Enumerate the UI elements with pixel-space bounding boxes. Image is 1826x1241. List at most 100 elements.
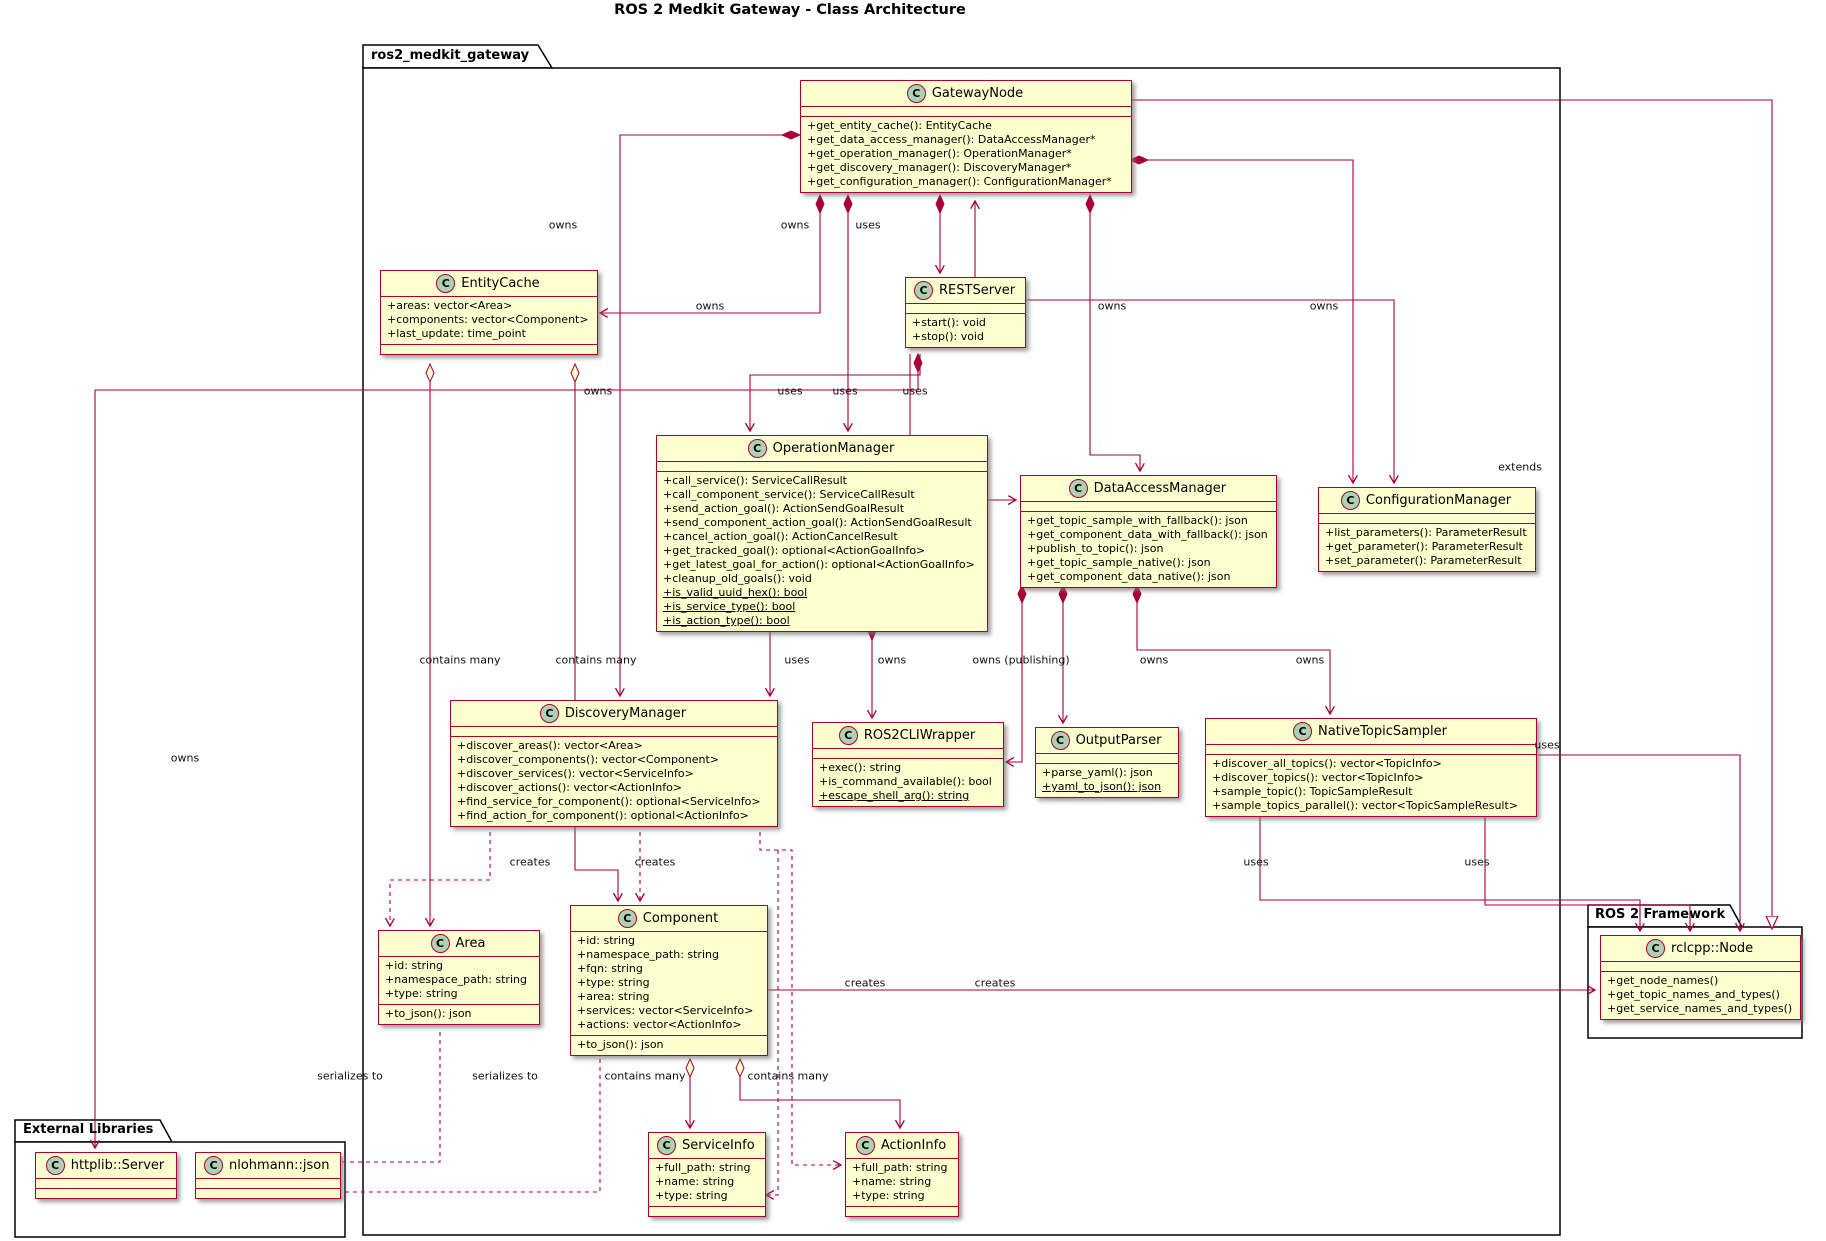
member: +call_service(): ServiceCallResult xyxy=(663,474,847,487)
member: +find_service_for_component(): optional<… xyxy=(457,795,761,808)
edge-label: owns xyxy=(583,384,613,398)
class-title: C ROS2CLIWrapper xyxy=(813,723,1003,749)
member: +publish_to_topic(): json xyxy=(1027,542,1164,555)
class-name: EntityCache xyxy=(461,276,540,291)
edge-label: creates xyxy=(509,855,551,869)
member: +get_topic_sample_native(): json xyxy=(1027,556,1211,569)
member: +get_topic_sample_with_fallback(): json xyxy=(1027,514,1248,527)
edge-label: contains many xyxy=(747,1069,829,1083)
member: +call_component_service(): ServiceCallRe… xyxy=(663,488,915,501)
class-methods: +get_node_names()+get_topic_names_and_ty… xyxy=(1601,972,1800,1019)
class-circle-icon: C xyxy=(1068,479,1088,498)
member: +get_node_names() xyxy=(1607,974,1719,987)
class-circle-icon: C xyxy=(914,281,933,300)
edge-label: owns xyxy=(695,299,725,313)
member: +get_discovery_manager(): DiscoveryManag… xyxy=(807,161,1072,174)
member: +last_update: time_point xyxy=(387,327,526,340)
member: +areas: vector<Area> xyxy=(387,299,513,312)
class-title: C Area xyxy=(379,931,539,957)
member: +set_parameter(): ParameterResult xyxy=(1325,554,1522,567)
class-name: DataAccessManager xyxy=(1093,481,1227,496)
class-name: NativeTopicSampler xyxy=(1318,724,1447,739)
class-NativeTopicSampler: C NativeTopicSampler +discover_all_topics(… xyxy=(1205,718,1537,817)
class-methods xyxy=(196,1189,340,1198)
edge-label: owns xyxy=(1139,653,1169,667)
member: +full_path: string xyxy=(852,1161,948,1174)
member: +discover_actions(): vector<ActionInfo> xyxy=(457,781,683,794)
class-title: C ServiceInfo xyxy=(649,1133,765,1159)
edge-label: uses xyxy=(1534,738,1560,752)
class-circle-icon: C xyxy=(838,726,858,745)
member: +is_action_type(): bool xyxy=(663,614,790,627)
class-name: Component xyxy=(642,911,719,926)
class-methods xyxy=(846,1207,958,1216)
member: +id: string xyxy=(385,959,444,972)
member: +exec(): string xyxy=(819,761,902,774)
class-circle-icon: C xyxy=(1293,722,1313,741)
edge-label: uses xyxy=(1243,855,1269,869)
member: +discover_services(): vector<ServiceInfo… xyxy=(457,767,694,780)
member: +get_service_names_and_types() xyxy=(1607,1002,1793,1015)
class-methods xyxy=(36,1189,176,1198)
member: +escape_shell_arg(): string xyxy=(819,789,970,802)
class-methods: +call_service(): ServiceCallResult+call_… xyxy=(657,472,987,631)
aggregation-diamonds xyxy=(425,362,745,1079)
class-name: httplib::Server xyxy=(70,1158,165,1173)
member: +list_parameters(): ParameterResult xyxy=(1325,526,1527,539)
package-label-ros2: ROS 2 Framework xyxy=(1595,907,1726,922)
class-methods: +discover_all_topics(): vector<TopicInfo… xyxy=(1206,755,1536,816)
class-attributes: +full_path: string+name: string+type: st… xyxy=(649,1159,765,1207)
class-circle-icon: C xyxy=(430,934,450,953)
member: +is_service_type(): bool xyxy=(663,600,796,613)
class-DataAccessManager: C DataAccessManager +get_topic_sample_with… xyxy=(1020,475,1277,588)
edge-label: uses xyxy=(832,384,858,398)
edge-label: owns (publishing) xyxy=(972,653,1070,667)
class-circle-icon: C xyxy=(657,1136,676,1155)
class-name: ServiceInfo xyxy=(682,1138,755,1153)
class-name: ROS2CLIWrapper xyxy=(863,728,976,743)
class-attributes xyxy=(906,304,1026,314)
package-ros2-medkit-gateway xyxy=(362,44,1561,1236)
class-name: nlohmann::json xyxy=(229,1158,330,1173)
class-name: Area xyxy=(455,936,486,951)
member: +namespace_path: string xyxy=(577,948,719,961)
class-name: GatewayNode xyxy=(931,86,1024,101)
member: +name: string xyxy=(655,1175,735,1188)
class-methods: +discover_areas(): vector<Area> +discover… xyxy=(451,737,777,826)
class-name: RESTServer xyxy=(939,283,1016,298)
class-methods: +list_parameters(): ParameterResult+get_… xyxy=(1319,524,1535,571)
class-attributes xyxy=(1601,962,1801,972)
member: +send_action_goal(): ActionSendGoalResul… xyxy=(663,502,905,515)
dashed-edges xyxy=(330,832,841,1195)
member: +components: vector<Component> xyxy=(387,313,589,326)
member: +discover_areas(): vector<Area> xyxy=(457,739,643,752)
member: +get_latest_goal_for_action(): optional<… xyxy=(663,558,975,571)
edge-label: creates xyxy=(844,976,886,990)
member: +get_entity_cache(): EntityCache xyxy=(807,119,992,132)
class-title: C DataAccessManager xyxy=(1021,476,1276,502)
class-attributes xyxy=(813,749,1003,759)
member: +cancel_action_goal(): ActionCancelResul… xyxy=(663,530,898,543)
class-circle-icon: C xyxy=(617,909,637,928)
member: +full_path: string xyxy=(655,1161,751,1174)
member: +fqn: string xyxy=(577,962,643,975)
class-name: OutputParser xyxy=(1075,733,1162,748)
class-attributes xyxy=(1021,502,1276,512)
class-attributes: +id: string+namespace_path: string+type:… xyxy=(379,957,539,1005)
class-attributes xyxy=(36,1179,176,1189)
class-methods: +start(): void+stop(): void xyxy=(906,314,1025,347)
member: +id: string xyxy=(577,934,636,947)
member: +get_topic_names_and_types() xyxy=(1607,988,1780,1001)
class-name: ConfigurationManager xyxy=(1365,493,1512,508)
class-title: C Component xyxy=(571,906,767,932)
